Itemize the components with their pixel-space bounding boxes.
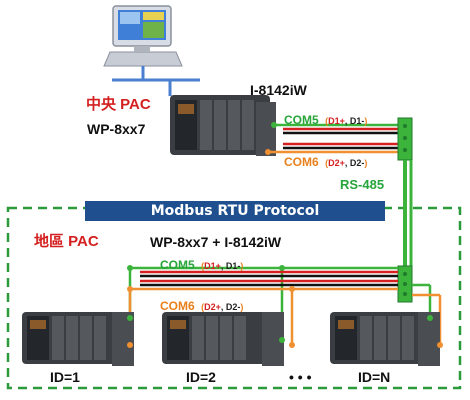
central-com6-pin-a: D2+ — [328, 158, 345, 168]
remote-com6-pin-a: D2+ — [204, 302, 221, 312]
remote-pac-title: 地區 PAC — [34, 233, 99, 250]
remote-com5-label: COM5 (D1+, D1-) — [160, 258, 244, 272]
central-com6-wiring — [265, 142, 400, 155]
remote-com6-name: COM6 — [160, 299, 195, 313]
remote-com5-pin-b: D1- — [225, 261, 241, 271]
computer-icon — [103, 5, 183, 67]
central-com5-pin-b: D1- — [349, 116, 365, 126]
node-ellipsis: • • • — [289, 369, 312, 385]
rs485-bus — [403, 160, 413, 268]
node-id-label-2: ID=2 — [186, 369, 216, 385]
remote-pac-device-1 — [22, 312, 134, 366]
remote-terminal-block — [397, 265, 413, 303]
remote-paired-wires — [140, 270, 398, 287]
central-com5-label: COM5 (D1+, D1-) — [284, 113, 368, 127]
central-pac-title: 中央 PAC — [86, 96, 151, 113]
central-com5-pin-a: D1+ — [328, 116, 345, 126]
remote-com6-pin-b: D2- — [225, 302, 241, 312]
remote-pac-model: WP-8xx7 + I-8142iW — [150, 234, 282, 250]
central-com6-pin-b: D2- — [349, 158, 365, 168]
central-module-label: I-8142iW — [250, 82, 307, 98]
central-com6-label: COM6 (D2+, D2-) — [284, 155, 368, 169]
protocol-banner: Modbus RTU Protocol — [85, 201, 385, 221]
rs485-label: RS-485 — [340, 177, 385, 192]
remote-pac-device-n — [330, 312, 443, 366]
node-id-label-1: ID=1 — [50, 369, 80, 385]
central-com5-wiring — [271, 122, 400, 135]
ethernet-link — [112, 66, 200, 96]
remote-com5-pin-a: D1+ — [204, 261, 221, 271]
remote-com6-label: COM6 (D2+, D2-) — [160, 299, 244, 313]
central-pac-model: WP-8xx7 — [87, 121, 146, 137]
central-com6-name: COM6 — [284, 155, 319, 169]
node-id-label-n: ID=N — [358, 369, 391, 385]
central-pac-device — [170, 95, 276, 156]
remote-com5-name: COM5 — [160, 258, 195, 272]
central-terminal-block — [397, 117, 413, 161]
remote-pac-device-2 — [162, 312, 295, 366]
central-com5-name: COM5 — [284, 113, 319, 127]
